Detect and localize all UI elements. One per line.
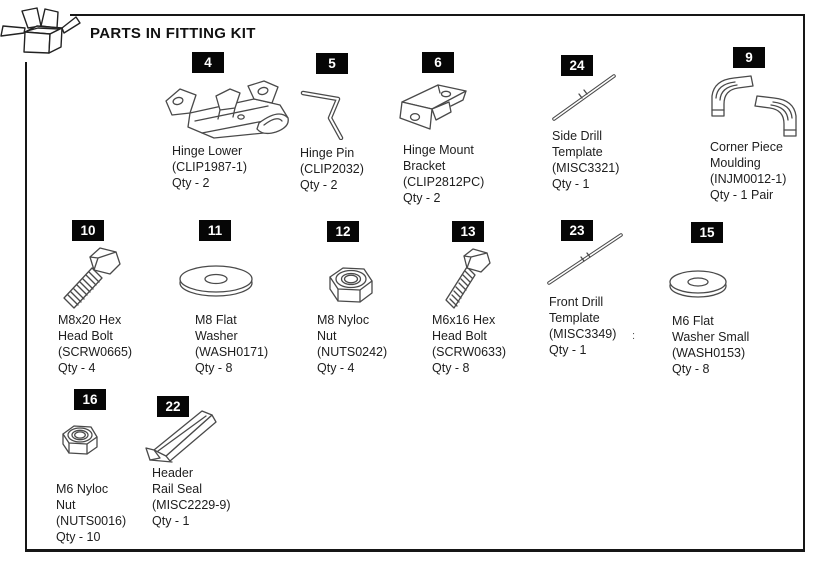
part-number-badge: 24 — [561, 55, 593, 76]
part-number-badge: 12 — [327, 221, 359, 242]
part-name: Washer — [195, 329, 238, 343]
hinge-mount-bracket-illustration — [399, 84, 467, 130]
part-name: Head Bolt — [432, 329, 487, 343]
page-title: PARTS IN FITTING KIT — [90, 25, 256, 42]
part-code: (SCRW0665) — [58, 345, 133, 359]
m6-flat-washer-small-illustration — [669, 270, 727, 298]
part-qty: Qty - 4 — [58, 361, 96, 375]
hinge-pin-illustration — [300, 90, 344, 140]
part-code: (CLIP2032) — [300, 162, 364, 176]
part-number-badge: 16 — [74, 389, 106, 410]
part-number-badge: 11 — [199, 220, 231, 241]
part-number-badge: 15 — [691, 222, 723, 243]
part-qty: Qty - 8 — [195, 361, 233, 375]
part-code: (NUTS0242) — [317, 345, 388, 359]
part-name: Rail Seal — [152, 482, 203, 496]
part-number-badge: 22 — [157, 396, 189, 417]
part-name: Hinge Pin — [300, 146, 355, 160]
part-name: Nut — [56, 498, 76, 512]
part-code: (WASH0153) — [672, 346, 746, 360]
part-number-badge: 6 — [422, 52, 454, 73]
part-caption: M6 Nyloc Nut (NUTS0016) Qty - 10 — [56, 481, 126, 545]
front-drill-template-illustration — [547, 233, 623, 285]
part-number-badge: 5 — [316, 53, 348, 74]
part-qty: Qty - 8 — [672, 362, 710, 376]
side-drill-template-illustration — [552, 74, 616, 121]
m8-flat-washer-illustration — [179, 265, 253, 297]
part-qty: Qty - 1 Pair — [710, 188, 774, 202]
part-caption: M6x16 Hex Head Bolt (SCRW0633) Qty - 8 — [432, 312, 506, 376]
part-code: (MISC2229-9) — [152, 498, 231, 512]
part-name: Header — [152, 466, 193, 480]
part-number-badge: 10 — [72, 220, 104, 241]
part-name: M8 Nyloc — [317, 313, 370, 327]
m8x20-hex-bolt-illustration — [63, 247, 121, 309]
m8-nyloc-nut-illustration — [329, 267, 373, 303]
part-caption: Side Drill Template (MISC3321) Qty - 1 — [552, 128, 619, 192]
page-border-frame — [25, 14, 805, 552]
part-name: Template — [552, 145, 603, 159]
part-qty: Qty - 1 — [549, 343, 587, 357]
part-caption: Header Rail Seal (MISC2229-9) Qty - 1 — [152, 465, 231, 529]
part-name: M8 Flat — [195, 313, 237, 327]
part-caption: Front Drill Template (MISC3349) Qty - 1 — [549, 294, 616, 358]
part-qty: Qty - 4 — [317, 361, 355, 375]
part-name: Hinge Mount — [403, 143, 474, 157]
part-code: (CLIP2812PC) — [403, 175, 485, 189]
part-number-badge: 4 — [192, 52, 224, 73]
open-shipping-box-icon — [0, 6, 81, 62]
part-code: (CLIP1987-1) — [172, 160, 248, 174]
part-name: Nut — [317, 329, 337, 343]
part-name: Hinge Lower — [172, 144, 243, 158]
part-name: Template — [549, 311, 600, 325]
part-qty: Qty - 8 — [432, 361, 470, 375]
part-name: Bracket — [403, 159, 446, 173]
part-number-badge: 9 — [733, 47, 765, 68]
part-caption: Hinge Pin (CLIP2032) Qty - 2 — [300, 145, 364, 193]
part-qty: Qty - 2 — [403, 191, 441, 205]
part-name: M6 Flat — [672, 314, 714, 328]
part-qty: Qty - 1 — [552, 177, 590, 191]
part-number-badge: 23 — [561, 220, 593, 241]
part-caption: Hinge Mount Bracket (CLIP2812PC) Qty - 2 — [403, 142, 484, 206]
corner-piece-moulding-illustration — [711, 75, 797, 137]
part-code: (SCRW0633) — [432, 345, 507, 359]
part-name: Moulding — [710, 156, 761, 170]
part-name: M6x16 Hex — [432, 313, 496, 327]
part-code: (MISC3349) — [549, 327, 617, 341]
part-name: Front Drill — [549, 295, 604, 309]
header-rail-seal-illustration — [145, 410, 217, 463]
part-caption: M8 Nyloc Nut (NUTS0242) Qty - 4 — [317, 312, 387, 376]
part-caption: M8 Flat Washer (WASH0171) Qty - 8 — [195, 312, 268, 376]
hinge-lower-illustration — [165, 80, 289, 139]
part-name: M6 Nyloc — [56, 482, 109, 496]
part-code: (WASH0171) — [195, 345, 269, 359]
part-caption: M6 Flat Washer Small (WASH0153) Qty - 8 — [672, 313, 749, 377]
part-qty: Qty - 1 — [152, 514, 190, 528]
part-caption: Corner Piece Moulding (INJM0012-1) Qty -… — [710, 139, 786, 203]
part-code: (NUTS0016) — [56, 514, 127, 528]
part-name: M8x20 Hex — [58, 313, 122, 327]
part-caption: Hinge Lower (CLIP1987-1) Qty - 2 — [172, 143, 247, 191]
part-name: Washer Small — [672, 330, 750, 344]
part-caption: M8x20 Hex Head Bolt (SCRW0665) Qty - 4 — [58, 312, 132, 376]
part-qty: Qty - 2 — [300, 178, 338, 192]
m6x16-hex-bolt-illustration — [445, 248, 491, 309]
part-qty: Qty - 2 — [172, 176, 210, 190]
part-number-badge: 13 — [452, 221, 484, 242]
part-code: (INJM0012-1) — [710, 172, 787, 186]
stray-mark: : — [632, 330, 636, 342]
m6-nyloc-nut-illustration — [62, 425, 98, 455]
part-name: Head Bolt — [58, 329, 113, 343]
part-name: Corner Piece — [710, 140, 783, 154]
part-code: (MISC3321) — [552, 161, 620, 175]
part-qty: Qty - 10 — [56, 530, 101, 544]
part-name: Side Drill — [552, 129, 603, 143]
